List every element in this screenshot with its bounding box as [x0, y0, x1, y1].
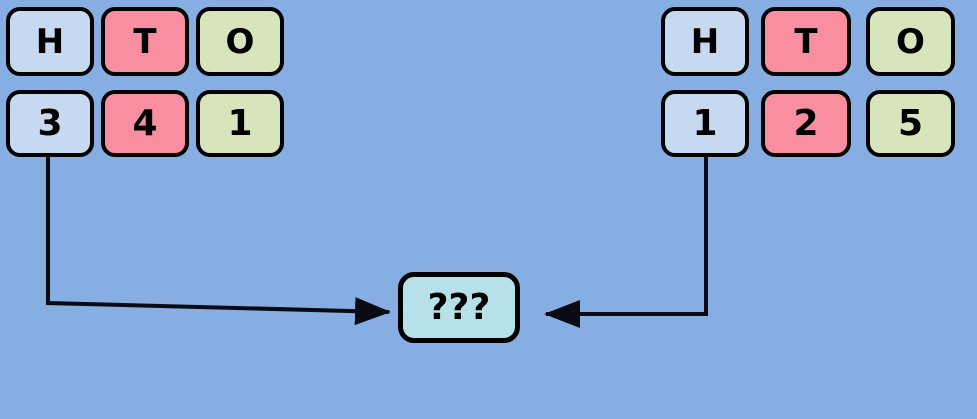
- arrow-right-to-result: [544, 157, 708, 328]
- left-digit-ones: 1: [196, 90, 284, 157]
- left-header-tens: T: [101, 7, 189, 76]
- right-header-tens: T: [761, 7, 851, 76]
- result-unknown-box[interactable]: ???: [398, 272, 520, 343]
- right-header-hundreds: H: [661, 7, 749, 76]
- right-header-ones: O: [866, 7, 955, 76]
- left-digit-hundreds: 3: [6, 90, 94, 157]
- right-digit-tens: 2: [761, 90, 851, 157]
- right-digit-ones: 5: [866, 90, 955, 157]
- left-digit-tens: 4: [101, 90, 189, 157]
- left-header-hundreds: H: [6, 7, 94, 76]
- left-header-ones: O: [196, 7, 284, 76]
- right-digit-hundreds: 1: [661, 90, 749, 157]
- arrow-left-to-result: [46, 157, 391, 326]
